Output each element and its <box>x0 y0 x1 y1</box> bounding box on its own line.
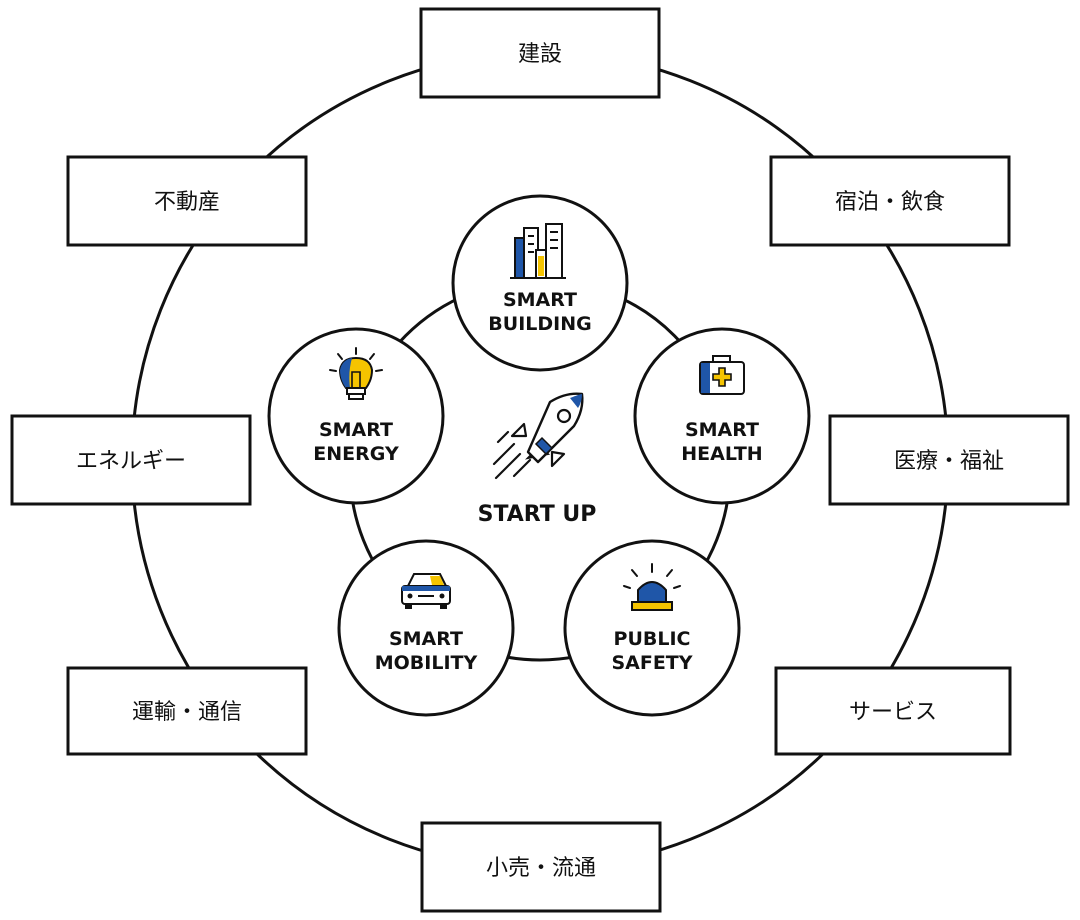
industry-label: 建設 <box>518 42 562 67</box>
smart-node-label-line2: ENERGY <box>313 443 399 465</box>
smart-node-safety: PUBLIC SAFETY <box>563 539 741 717</box>
industry-label: 小売・流通 <box>486 856 596 881</box>
medical-kit-icon <box>699 355 745 395</box>
industry-label: 不動産 <box>154 190 220 215</box>
smart-node-label-line2: MOBILITY <box>375 652 478 674</box>
siren-icon <box>623 563 681 611</box>
smart-node-label-line1: PUBLIC <box>614 628 691 650</box>
industry-label: 宿泊・飲食 <box>835 190 945 215</box>
industry-label: 医療・福祉 <box>894 449 1004 474</box>
industry-box-real-estate: 不動産 <box>66 155 308 247</box>
smart-node-label-line2: BUILDING <box>488 313 591 335</box>
industry-box-energy: エネルギー <box>10 414 252 506</box>
rocket-icon <box>492 392 584 480</box>
smart-node-mobility: SMART MOBILITY <box>337 539 515 717</box>
smart-node-label-line1: SMART <box>685 419 759 441</box>
smart-node-label-line1: SMART <box>389 628 463 650</box>
industry-box-construction: 建設 <box>419 7 661 99</box>
smart-node-label-line2: SAFETY <box>611 652 692 674</box>
smart-node-energy: SMART ENERGY <box>267 327 445 505</box>
industry-box-medical: 医療・福祉 <box>828 414 1070 506</box>
industry-label: サービス <box>849 700 937 725</box>
smart-node-label-line1: SMART <box>503 289 577 311</box>
smart-node-health: SMART HEALTH <box>633 327 811 505</box>
light-bulb-icon <box>329 347 383 400</box>
buildings-icon <box>510 223 566 279</box>
industry-label: 運輸・通信 <box>132 700 242 725</box>
smart-node-label-line2: HEALTH <box>681 443 762 465</box>
industry-box-retail: 小売・流通 <box>420 821 662 913</box>
smart-node-label-line1: SMART <box>319 419 393 441</box>
industry-box-hospitality: 宿泊・飲食 <box>769 155 1011 247</box>
industry-label: エネルギー <box>76 449 186 474</box>
industry-box-transport: 運輸・通信 <box>66 666 308 756</box>
center-label: START UP <box>478 502 597 527</box>
industry-box-services: サービス <box>774 666 1012 756</box>
smart-node-building: SMART BUILDING <box>451 194 629 372</box>
car-icon <box>401 573 451 609</box>
